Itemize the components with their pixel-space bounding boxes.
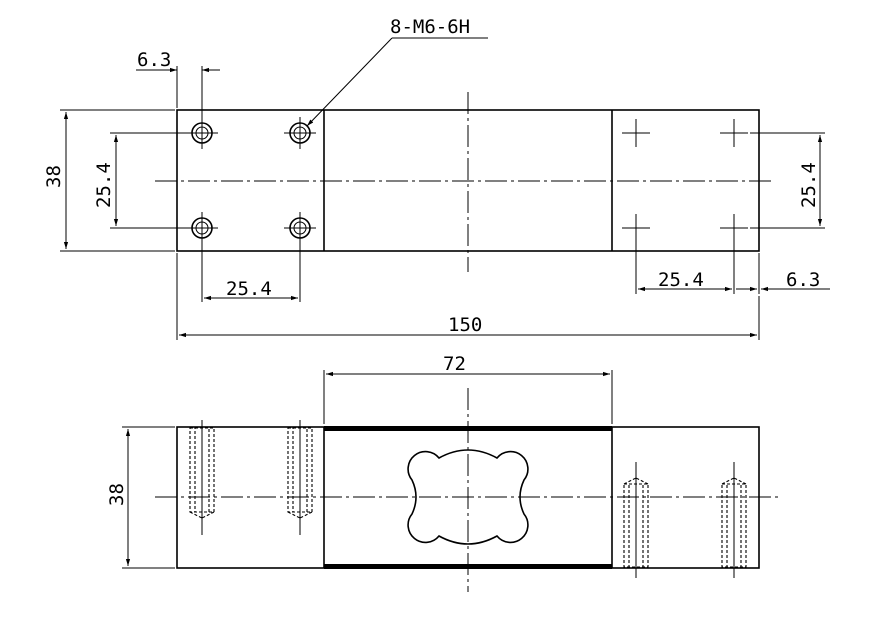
threaded-hole — [284, 212, 316, 244]
dimension-gauge-width: 72 — [323, 353, 613, 424]
dimension-label: 25.4 — [226, 278, 272, 300]
top-view: 8-M6-6H 6.3 38 25.4 2 — [43, 16, 830, 340]
dimension-hole-spacing-vertical-left: 25.4 — [93, 132, 190, 229]
dimension-label: 6.3 — [786, 269, 820, 291]
dimension-label: 25.4 — [798, 162, 820, 208]
thread-callout: 8-M6-6H — [306, 16, 488, 127]
dimension-height-top-view: 38 — [43, 109, 175, 252]
dimension-label: 38 — [43, 165, 65, 188]
dimension-edge-offset-left: 6.3 — [136, 49, 220, 122]
threaded-hole — [284, 117, 316, 149]
dimension-length: 150 — [176, 253, 760, 340]
dimension-label: 25.4 — [93, 162, 115, 208]
hidden-threads-left — [189, 420, 313, 535]
dimension-label: 72 — [443, 353, 466, 375]
dimension-hole-spacing-vertical-right: 25.4 — [750, 132, 825, 229]
hole-center-marks-right — [622, 119, 748, 242]
dimension-label: 25.4 — [658, 269, 704, 291]
dimension-label: 150 — [448, 314, 482, 336]
front-view: 72 38 — [106, 353, 780, 592]
dimension-hole-spacing-horizontal-right: 25.4 — [635, 240, 760, 294]
hidden-threads-right — [623, 462, 747, 578]
dimension-hole-spacing-horizontal-left: 25.4 — [201, 240, 301, 302]
dimension-label: 6.3 — [137, 49, 171, 71]
dimension-edge-offset-right: 6.3 — [736, 269, 830, 292]
threaded-holes-left — [186, 117, 316, 244]
dimension-height-front-view: 38 — [106, 426, 175, 569]
threaded-hole — [186, 117, 218, 149]
dimension-label: 38 — [106, 483, 128, 506]
thread-callout-label: 8-M6-6H — [390, 16, 470, 38]
threaded-hole — [186, 212, 218, 244]
binocular-cutout — [407, 449, 529, 545]
